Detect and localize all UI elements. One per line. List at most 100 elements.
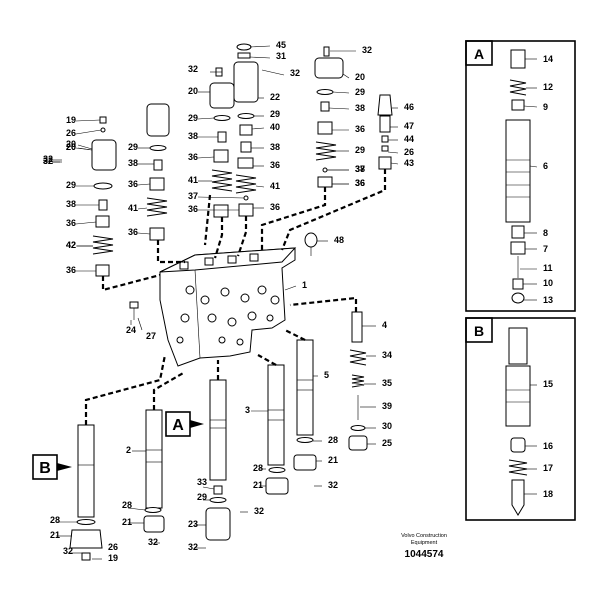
part-number-label: 38 [355, 103, 365, 113]
leader-line [261, 69, 285, 76]
part-number-label: 29 [188, 113, 198, 123]
company-name-line1: Volvo Construction [401, 533, 447, 539]
part-number-label: 43 [404, 158, 414, 168]
part-number-label: 36 [355, 124, 365, 134]
part-number-label: 31 [276, 51, 286, 61]
part-number-label: 32 [290, 68, 300, 78]
part-number-label: 25 [382, 438, 392, 448]
part-number-label: 42 [66, 240, 76, 250]
part-number-label: 28 [50, 515, 60, 525]
lower-spool-3 [265, 364, 289, 495]
part-number-label: 26 [108, 542, 118, 552]
part-number-label: 19 [66, 115, 76, 125]
leader-line [75, 129, 102, 135]
part-number-label: 9 [543, 102, 548, 112]
part-number-label: 36 [355, 178, 365, 188]
part-number-label: 36 [188, 204, 198, 214]
leader-line [75, 147, 93, 151]
part-number-label: 38 [270, 142, 280, 152]
callout-a: A [165, 411, 204, 437]
panel-b-letter: B [474, 323, 484, 339]
leader-line [284, 285, 297, 291]
part-number-label: 40 [270, 122, 280, 132]
part-number-label: 6 [543, 161, 548, 171]
lower-spool-4 [348, 311, 368, 451]
part-number-label: 29 [355, 145, 365, 155]
part-number-label: 29 [270, 109, 280, 119]
part-number-label: 44 [404, 134, 414, 144]
part-number-label: 32 [328, 480, 338, 490]
leader-line [387, 151, 399, 154]
part-number-label: 20 [355, 72, 365, 82]
part-number-label: 48 [334, 235, 344, 245]
leader-line [137, 207, 148, 210]
part-number-label: 32 [362, 45, 372, 55]
part-number-label: 2 [126, 445, 131, 455]
callout-b-letter: B [39, 460, 51, 477]
part-number-label: 20 [66, 142, 76, 152]
leader-line [529, 165, 538, 168]
upper-stack-5 [91, 116, 117, 277]
part-number-label: 32 [43, 156, 53, 166]
dashed-connection-lines [84, 169, 387, 425]
leader-line [523, 105, 538, 108]
company-name-line2: Equipment [410, 540, 438, 546]
leader-line [249, 45, 271, 48]
part-number-label: 42 [66, 240, 76, 250]
part-number-label: 45 [276, 40, 286, 50]
part-number-label: 10 [543, 278, 553, 288]
leader-line [127, 507, 146, 511]
illustration-number: 1044574 [404, 549, 444, 560]
part-number-label: 36 [128, 227, 138, 237]
part-number-label: 12 [543, 82, 553, 92]
lower-spool-a [205, 379, 231, 541]
part-number-label: 36 [270, 202, 280, 212]
leader-line [197, 196, 245, 199]
part-number-label: 21 [328, 455, 338, 465]
leader-line [390, 162, 399, 165]
part-number-label: 29 [355, 87, 365, 97]
part-number-label: 22 [270, 92, 280, 102]
part-number-label: 32 [43, 154, 53, 164]
part-number-label: 33 [197, 477, 207, 487]
part-number-label: 36 [66, 218, 76, 228]
part-number-label: 46 [404, 102, 414, 112]
part-number-label: 13 [543, 295, 553, 305]
part-number-label: 28 [122, 500, 132, 510]
part-number-label: 15 [543, 379, 553, 389]
part-number-label: 21 [122, 517, 132, 527]
upper-stack-2 [233, 43, 259, 217]
part-number-label: 26 [404, 147, 414, 157]
part-number-label: 32 [63, 546, 73, 556]
upper-stack-6 [146, 103, 170, 241]
part-number-label: 21 [253, 480, 263, 490]
part-number-label: 28 [253, 463, 263, 473]
part-number-label: 27 [146, 331, 156, 341]
part-number-label: 23 [188, 519, 198, 529]
panel-b-letter-box [465, 317, 493, 343]
part-number-label: 19 [108, 553, 118, 563]
part-number-label: 14 [543, 54, 553, 64]
lower-spool-5 [293, 339, 317, 471]
part-number-label: 30 [382, 421, 392, 431]
part-number-label: 41 [188, 175, 198, 185]
leader-line [137, 232, 151, 235]
lower-spool-b [69, 424, 103, 561]
leader-line [342, 73, 350, 79]
panel-a-letter: A [474, 46, 484, 62]
part-number-label: 29 [197, 492, 207, 502]
part-number-label: 20 [66, 142, 76, 152]
part-number-label: 21 [50, 530, 60, 540]
part-number-label: 38 [188, 131, 198, 141]
part-number-label: 36 [128, 179, 138, 189]
part-number-label: 16 [543, 441, 553, 451]
upper-stack-1 [209, 67, 235, 218]
part-number-label: 18 [543, 489, 553, 499]
part-number-label: 1 [302, 280, 307, 290]
valve-block [159, 247, 297, 367]
part-number-label: 3 [245, 405, 250, 415]
part-number-label: 29 [66, 180, 76, 190]
part-number-label: 38 [66, 199, 76, 209]
